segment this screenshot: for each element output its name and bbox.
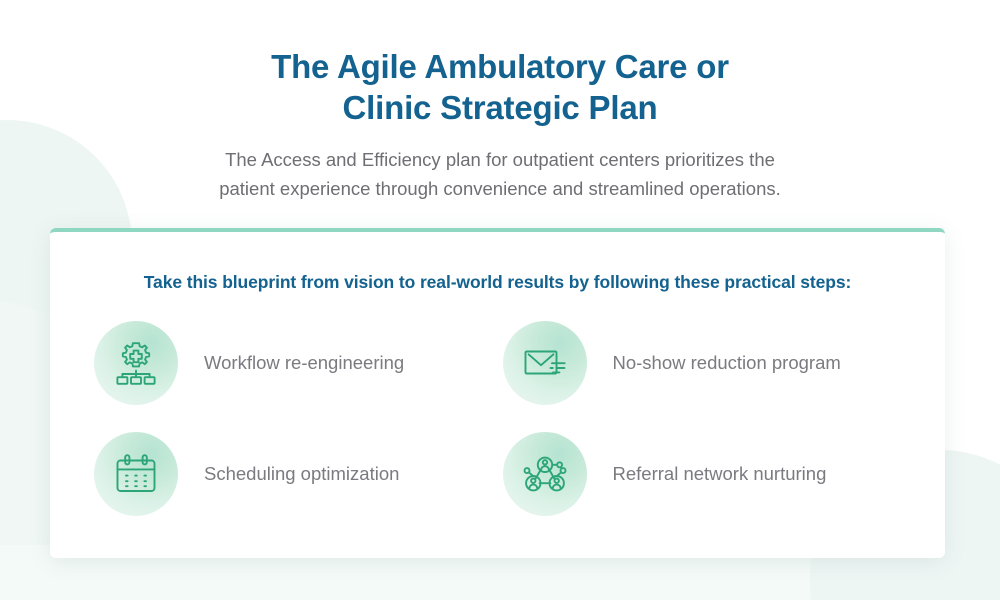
step-icon-badge — [94, 320, 178, 405]
step-icon-badge — [94, 431, 178, 516]
step-label: No-show reduction program — [612, 351, 841, 373]
step-item-scheduling-optimization[interactable]: Scheduling optimization — [94, 418, 503, 529]
step-icon-badge — [502, 320, 587, 405]
header: The Agile Ambulatory Care or Clinic Stra… — [0, 0, 1000, 203]
step-label: Referral network nurturing — [612, 462, 827, 484]
steps-grid: Workflow re-engineering — [50, 307, 945, 529]
step-item-no-show-reduction-program[interactable]: No-show reduction program — [502, 307, 912, 418]
workflow-gear-hierarchy-icon — [111, 338, 161, 388]
step-item-workflow-re-engineering[interactable]: Workflow re-engineering — [94, 307, 503, 418]
calendar-icon — [111, 449, 161, 499]
steps-card: Take this blueprint from vision to real-… — [50, 228, 945, 558]
page-subtitle: The Access and Efficiency plan for outpa… — [120, 145, 880, 203]
page-subtitle-line-2: patient experience through convenience a… — [219, 178, 781, 199]
page-title-line-2: Clinic Strategic Plan — [342, 89, 658, 126]
people-network-icon — [520, 449, 570, 499]
step-label: Scheduling optimization — [204, 462, 400, 484]
page-subtitle-line-1: The Access and Efficiency plan for outpa… — [225, 149, 775, 170]
page-title: The Agile Ambulatory Care or Clinic Stra… — [120, 46, 880, 128]
page-title-line-1: The Agile Ambulatory Care or — [271, 48, 729, 85]
step-icon-badge — [502, 431, 587, 516]
card-heading: Take this blueprint from vision to real-… — [143, 272, 852, 292]
envelope-speed-lines-icon — [520, 338, 570, 388]
step-label: Workflow re-engineering — [204, 351, 405, 373]
step-item-referral-network-nurturing[interactable]: Referral network nurturing — [502, 418, 912, 529]
